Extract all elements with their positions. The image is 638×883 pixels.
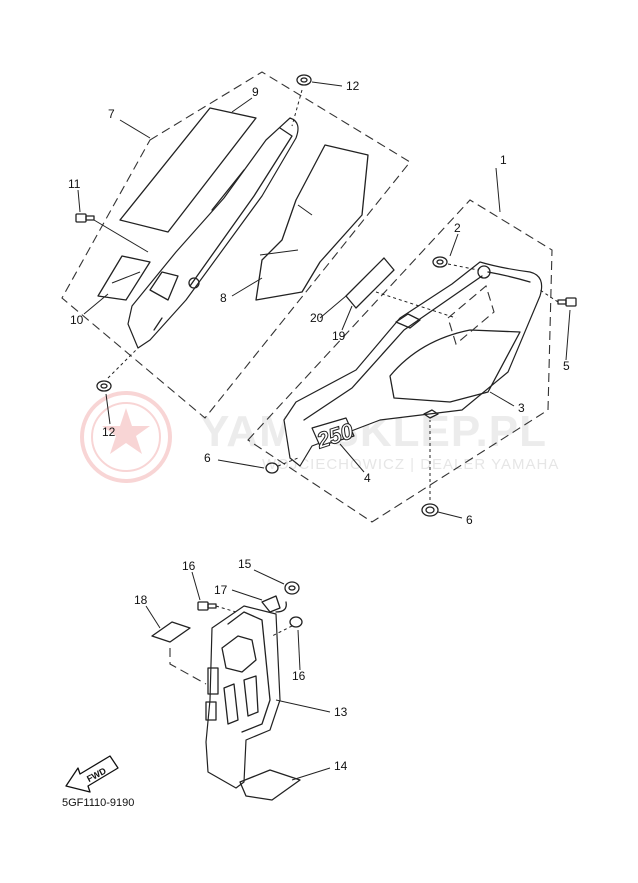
part-18-sticker [151, 621, 191, 643]
diagram-code: 5GF1110-9190 [62, 797, 134, 809]
assembly-7-boundary [61, 71, 411, 419]
part-14-plate [239, 769, 301, 801]
callout-7: 7 [108, 107, 115, 121]
callout-17: 17 [214, 583, 228, 597]
callout-20: 20 [310, 311, 324, 325]
callout-16-left: 16 [182, 559, 196, 573]
part-8-panel [255, 144, 369, 301]
part-3-graphic [389, 329, 521, 403]
left-side-cover-assembly [61, 71, 411, 419]
part-19-20-decal [345, 257, 395, 309]
right-cover-grommet-hole [477, 265, 491, 279]
watermark-subtitle: WOJCIECHOWICZ | DEALER YAMAHA [262, 456, 559, 473]
part-17-clip [261, 595, 281, 613]
callout-9: 9 [252, 85, 259, 99]
callout-16-right: 16 [292, 669, 306, 683]
part-12-grommet-top [296, 74, 312, 86]
callout-2: 2 [454, 221, 461, 235]
callout-10: 10 [70, 313, 84, 327]
right-side-cover-assembly: 250 [247, 199, 577, 523]
part-16-bolt-left [197, 601, 217, 611]
part-9-graphic [119, 107, 257, 233]
callout-1: 1 [500, 153, 507, 167]
part-10-decal [97, 255, 151, 301]
callout-11: 11 [68, 177, 81, 191]
callout-leaders [77, 81, 571, 781]
grommet-hole [188, 277, 200, 289]
part-11-bolt [75, 213, 95, 223]
part-5-bolt [557, 297, 577, 307]
right-side-cover [283, 261, 543, 467]
callout-6-left: 6 [204, 451, 211, 465]
part-12-grommet-bottom [96, 380, 112, 392]
part-2-grommet [432, 256, 448, 268]
callout-12-bottom: 12 [102, 425, 116, 439]
callout-3: 3 [518, 401, 525, 415]
callout-6-bottom: 6 [466, 513, 473, 527]
callout-8: 8 [220, 291, 227, 305]
bracket-assembly [151, 581, 303, 801]
part-6-grommet-left [265, 462, 279, 474]
left-side-cover [127, 117, 299, 349]
callout-19: 19 [332, 329, 346, 343]
part-16-bolt-right [289, 616, 303, 628]
callout-4: 4 [364, 471, 371, 485]
callout-labels: 1 2 3 4 5 6 6 7 8 9 10 11 12 12 13 14 15… [68, 79, 570, 773]
yamaha-logo-icon [80, 391, 172, 483]
callout-13: 13 [334, 705, 348, 719]
callout-5: 5 [563, 359, 570, 373]
part-15-bolt [284, 581, 300, 595]
assembly-1-boundary [247, 199, 553, 523]
part-6-grommet-bottom [421, 503, 439, 517]
callout-18: 18 [134, 593, 148, 607]
callout-15: 15 [238, 557, 252, 571]
part-13-bracket [205, 605, 281, 789]
callout-14: 14 [334, 759, 348, 773]
callout-12-top: 12 [346, 79, 360, 93]
fwd-arrow-icon: FWD [65, 755, 119, 793]
